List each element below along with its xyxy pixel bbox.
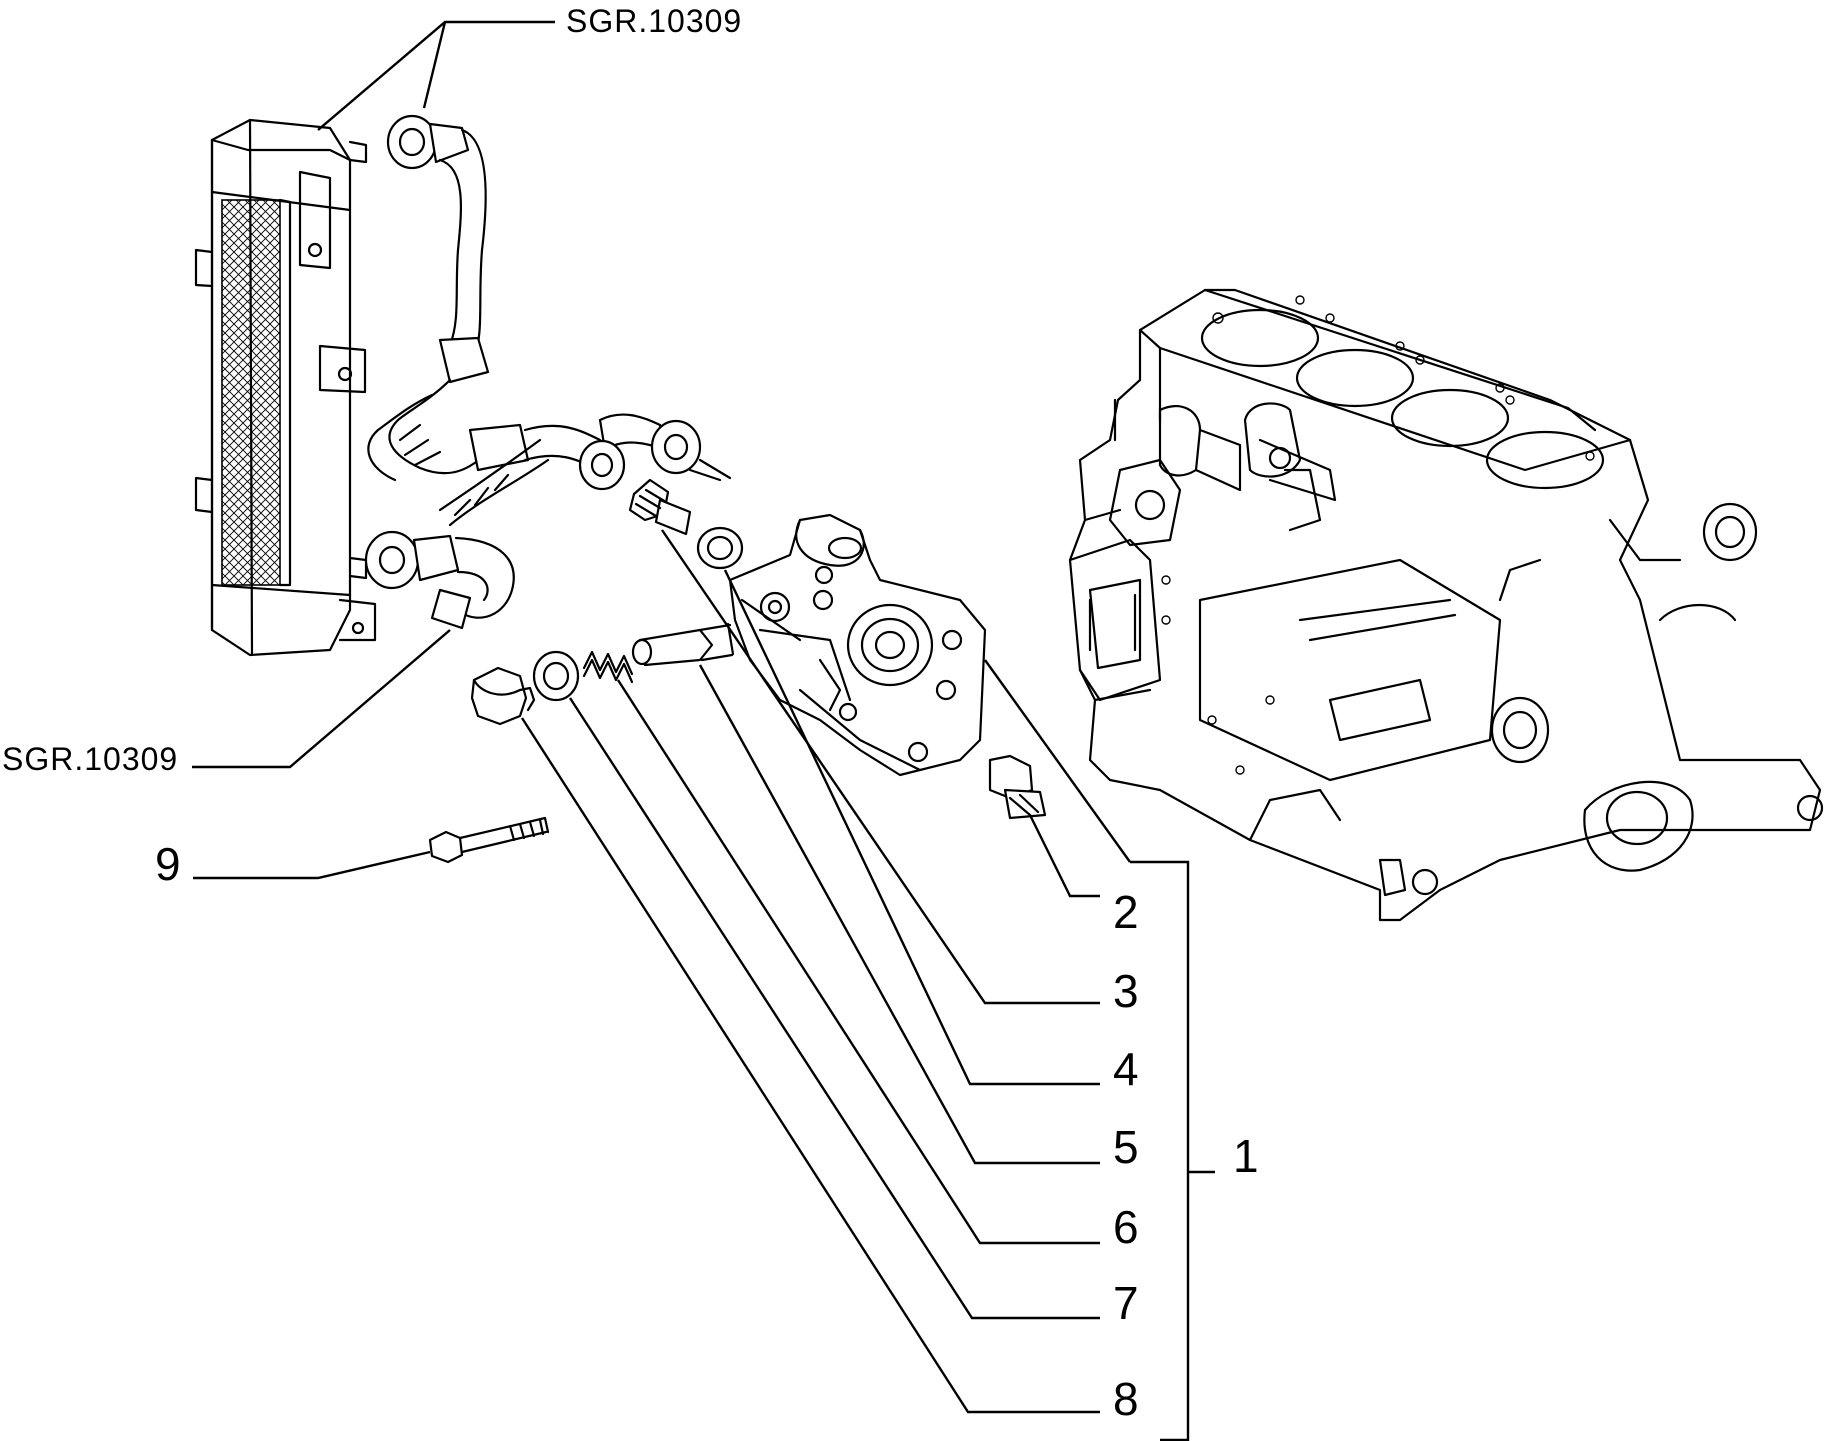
- callout-4: 4: [1113, 1043, 1139, 1095]
- part-6-spring: [582, 650, 634, 684]
- callout-3: 3: [1113, 965, 1139, 1017]
- hose-fittings: [578, 413, 732, 491]
- reference-left: SGR.10309: [2, 741, 178, 777]
- oil-hose-upper: [367, 114, 602, 482]
- callout-5: 5: [1113, 1121, 1139, 1173]
- leader-8: [520, 717, 1100, 1414]
- callout-9: 9: [155, 838, 181, 890]
- callout-7: 7: [1113, 1277, 1139, 1329]
- leader-ref-left: [192, 629, 451, 769]
- engine-block: [1068, 288, 1824, 922]
- leader-4: [723, 569, 1100, 1086]
- oil-cooler: [194, 118, 377, 657]
- part-9-bolt: [428, 816, 550, 864]
- leader-3: [661, 529, 1100, 1005]
- oil-filter-housing: [728, 513, 987, 777]
- leader-6: [616, 679, 1100, 1245]
- labels: SGR.10309 SGR.10309 9 2 3 4 5 6 7 8 1: [2, 3, 1259, 1425]
- part-2-fitting: [988, 754, 1047, 820]
- callout-2: 2: [1113, 886, 1139, 938]
- leader-lines: [192, 20, 1215, 1441]
- leader-2: [1028, 814, 1100, 898]
- leader-7: [568, 697, 1100, 1320]
- part-8-plug: [470, 666, 536, 726]
- part-7-washer: [532, 650, 580, 702]
- reference-top: SGR.10309: [566, 3, 742, 39]
- callout-8: 8: [1113, 1373, 1139, 1425]
- leader-housing: [984, 659, 1131, 863]
- part-5-piston: [631, 622, 735, 667]
- part-3-pressure-switch: [628, 478, 692, 536]
- part-4-seal-ring: [696, 526, 744, 570]
- callout-6: 6: [1113, 1201, 1139, 1253]
- group-bracket: [1130, 860, 1215, 1441]
- leader-9: [193, 850, 431, 880]
- oil-hose-lower: [364, 438, 550, 630]
- leader-5: [698, 664, 1100, 1165]
- leader-ref-top: [317, 20, 555, 131]
- callout-1: 1: [1233, 1130, 1259, 1182]
